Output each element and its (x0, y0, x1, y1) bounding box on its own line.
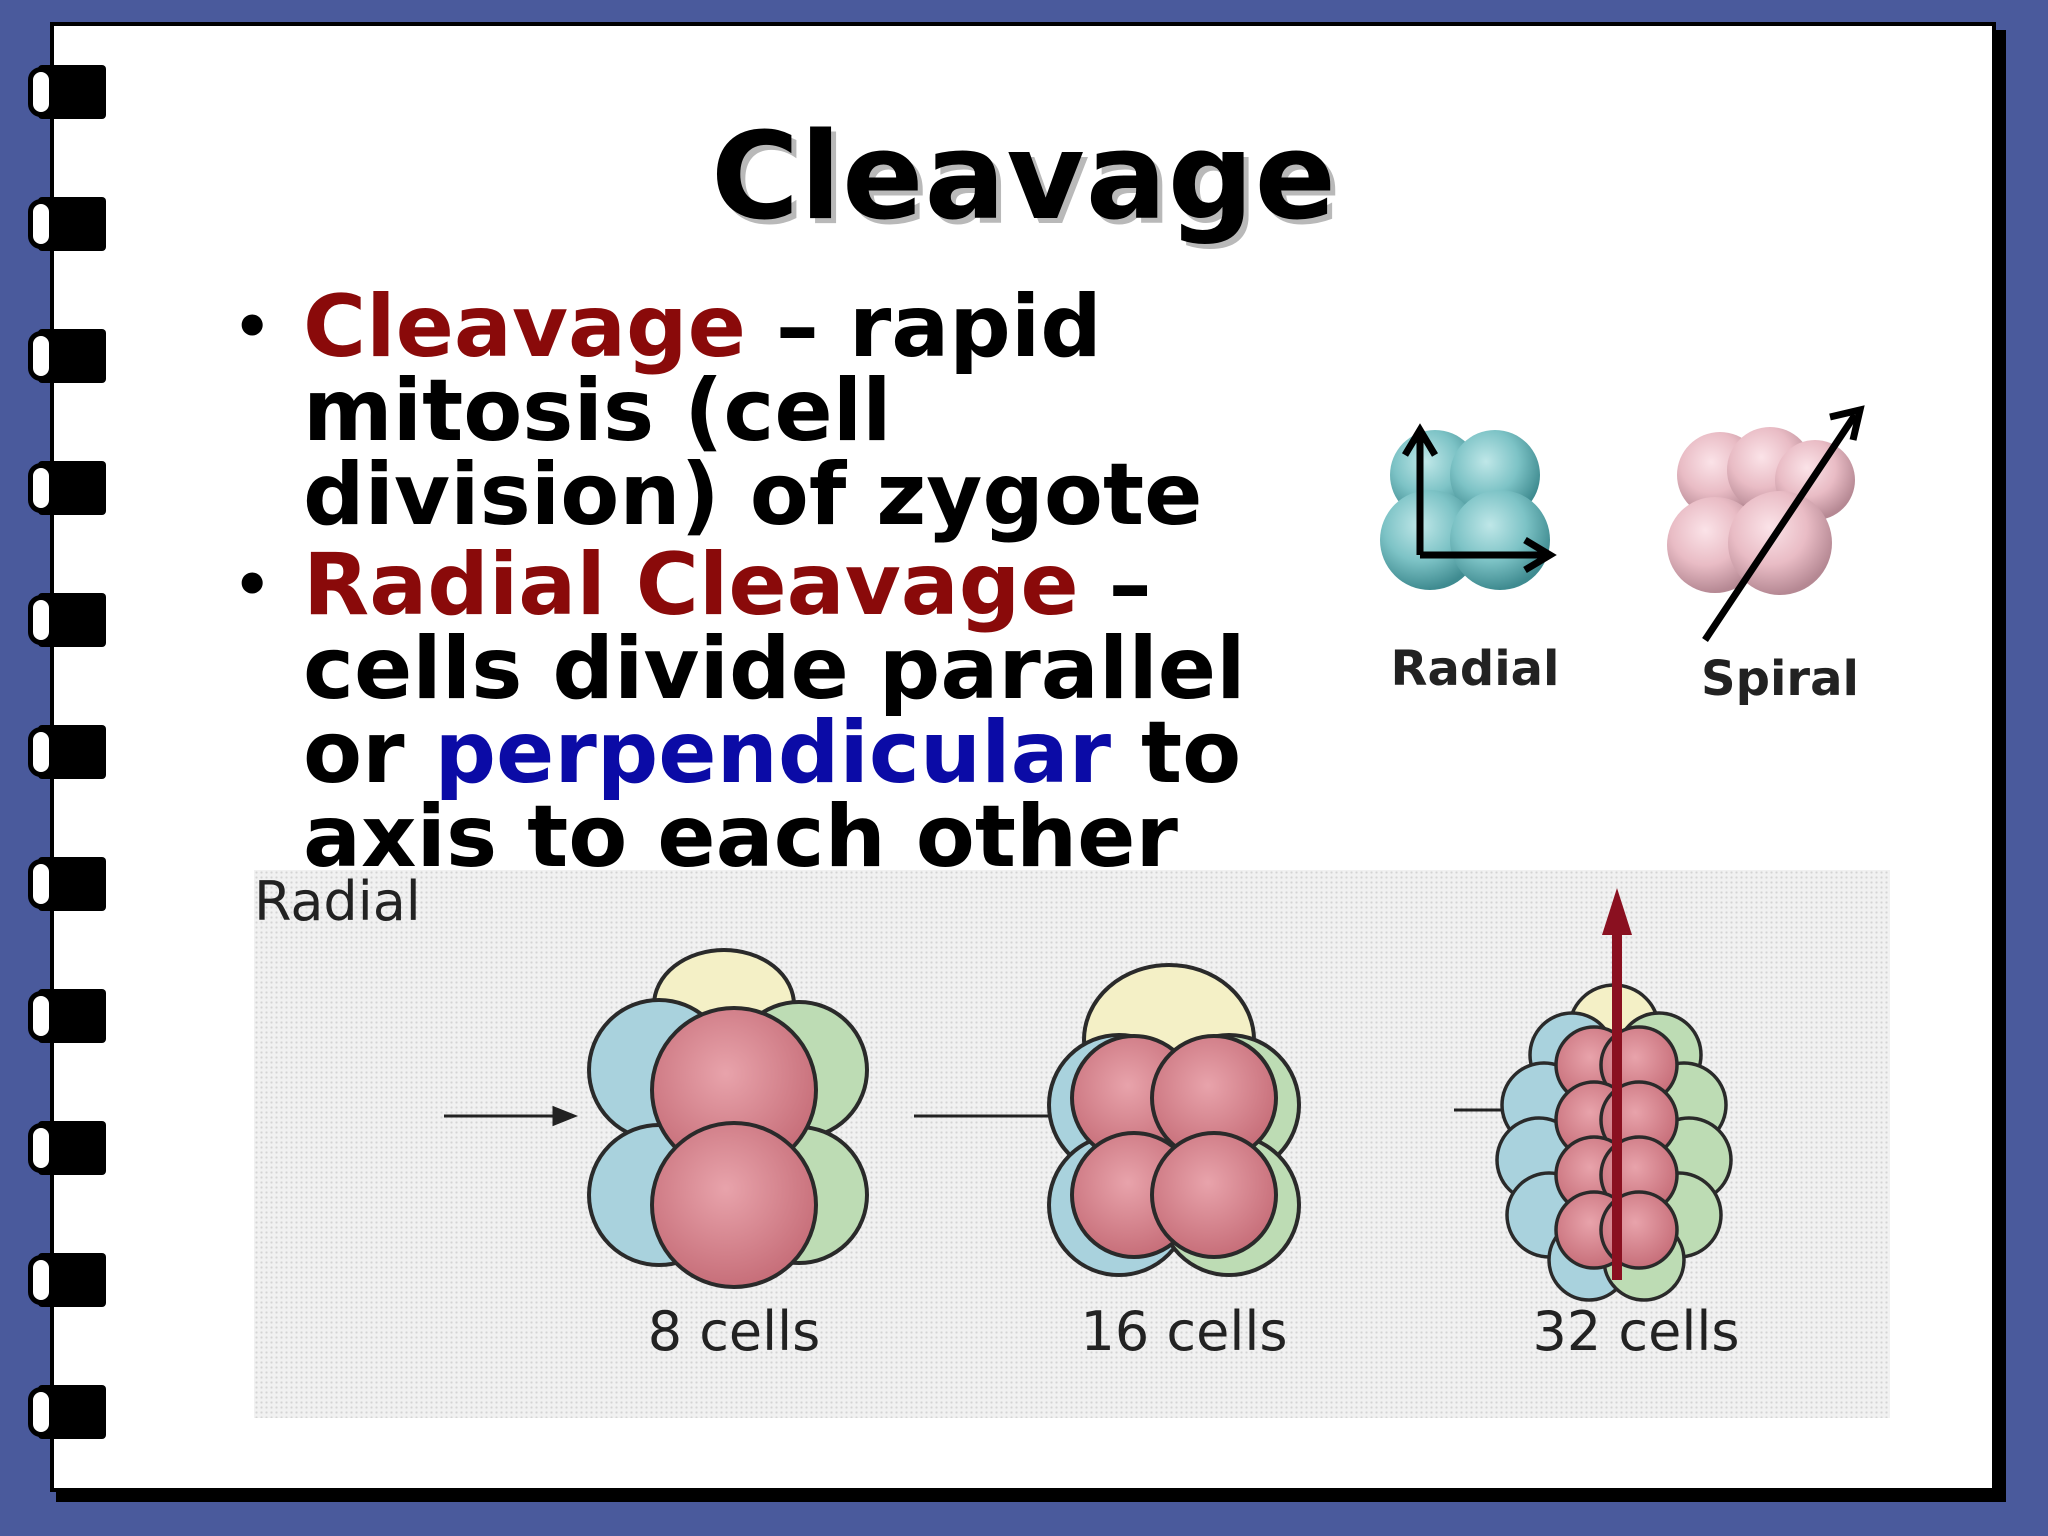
binding-ring (28, 857, 106, 911)
figure-heading-radial: Radial (254, 870, 421, 933)
stage-label-16-cells: 16 cells (1081, 1300, 1288, 1363)
spiral-binding (0, 0, 110, 1536)
term-cleavage: Cleavage (303, 277, 746, 377)
label-spiral: Spiral (1701, 651, 1859, 707)
bullet-list: • Cleavage – rapid mitosis (cell divisio… (225, 284, 1325, 885)
slide-title: Cleavage (710, 108, 1338, 247)
bullet-radial-cleavage: • Radial Cleavage – cells divide paralle… (225, 542, 1325, 880)
term-perpendicular: perpendicular (434, 703, 1112, 803)
term-radial-cleavage: Radial Cleavage (303, 535, 1079, 635)
definition-radial-part2: to axis to each other (303, 703, 1242, 887)
embryo-16-cells (1047, 963, 1301, 1277)
binding-ring (28, 461, 106, 515)
bullet-dot: • (233, 292, 272, 362)
stage-label-32-cells: 32 cells (1533, 1300, 1740, 1363)
label-radial: Radial (1390, 641, 1559, 697)
axis-arrow (1602, 888, 1632, 1280)
embryo-8-cells (587, 948, 869, 1289)
binding-ring (28, 1385, 106, 1439)
definition-cleavage: – rapid mitosis (cell division) of zygot… (303, 277, 1203, 545)
binding-ring (28, 329, 106, 383)
binding-ring (28, 1121, 106, 1175)
bullet-cleavage: • Cleavage – rapid mitosis (cell divisio… (225, 284, 1325, 538)
bullet-dot: • (233, 550, 272, 620)
binding-ring (28, 65, 106, 119)
binding-ring (28, 593, 106, 647)
radial-cleavage-stages-figure: Radial 8 cells (254, 870, 1890, 1418)
stage-label-8-cells: 8 cells (648, 1300, 821, 1363)
binding-ring (28, 197, 106, 251)
binding-ring (28, 1253, 106, 1307)
definition-radial-part1: – cells divide parallel or (303, 535, 1246, 803)
radial-vs-spiral-figure: Radial Spiral (1375, 395, 1915, 735)
stage-arrow (444, 1105, 579, 1127)
radial-cell-cluster (1380, 423, 1557, 590)
binding-ring (28, 989, 106, 1043)
binding-ring (28, 725, 106, 779)
spiral-cell-cluster (1667, 405, 1865, 642)
